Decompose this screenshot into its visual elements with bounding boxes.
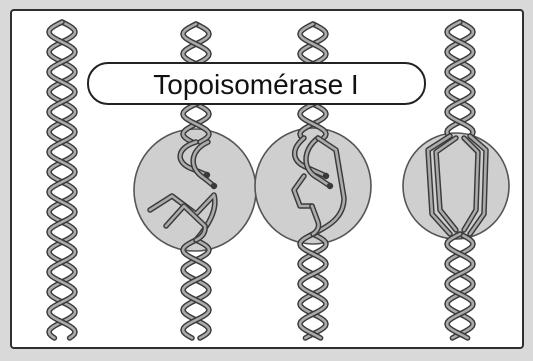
stage-3-cut-end-b-icon	[327, 183, 333, 189]
label-text: Topoisomérase I	[153, 69, 358, 100]
stage-2-cut-end-b-icon	[211, 183, 217, 189]
topoisomerase-label: Topoisomérase I	[88, 63, 425, 104]
stage-2-cut-end-icon	[204, 172, 210, 178]
enzyme-circle-stage-2	[134, 129, 256, 251]
stage-3-cut-end-icon	[323, 173, 329, 179]
enzyme-circle-stage-4	[403, 133, 509, 239]
